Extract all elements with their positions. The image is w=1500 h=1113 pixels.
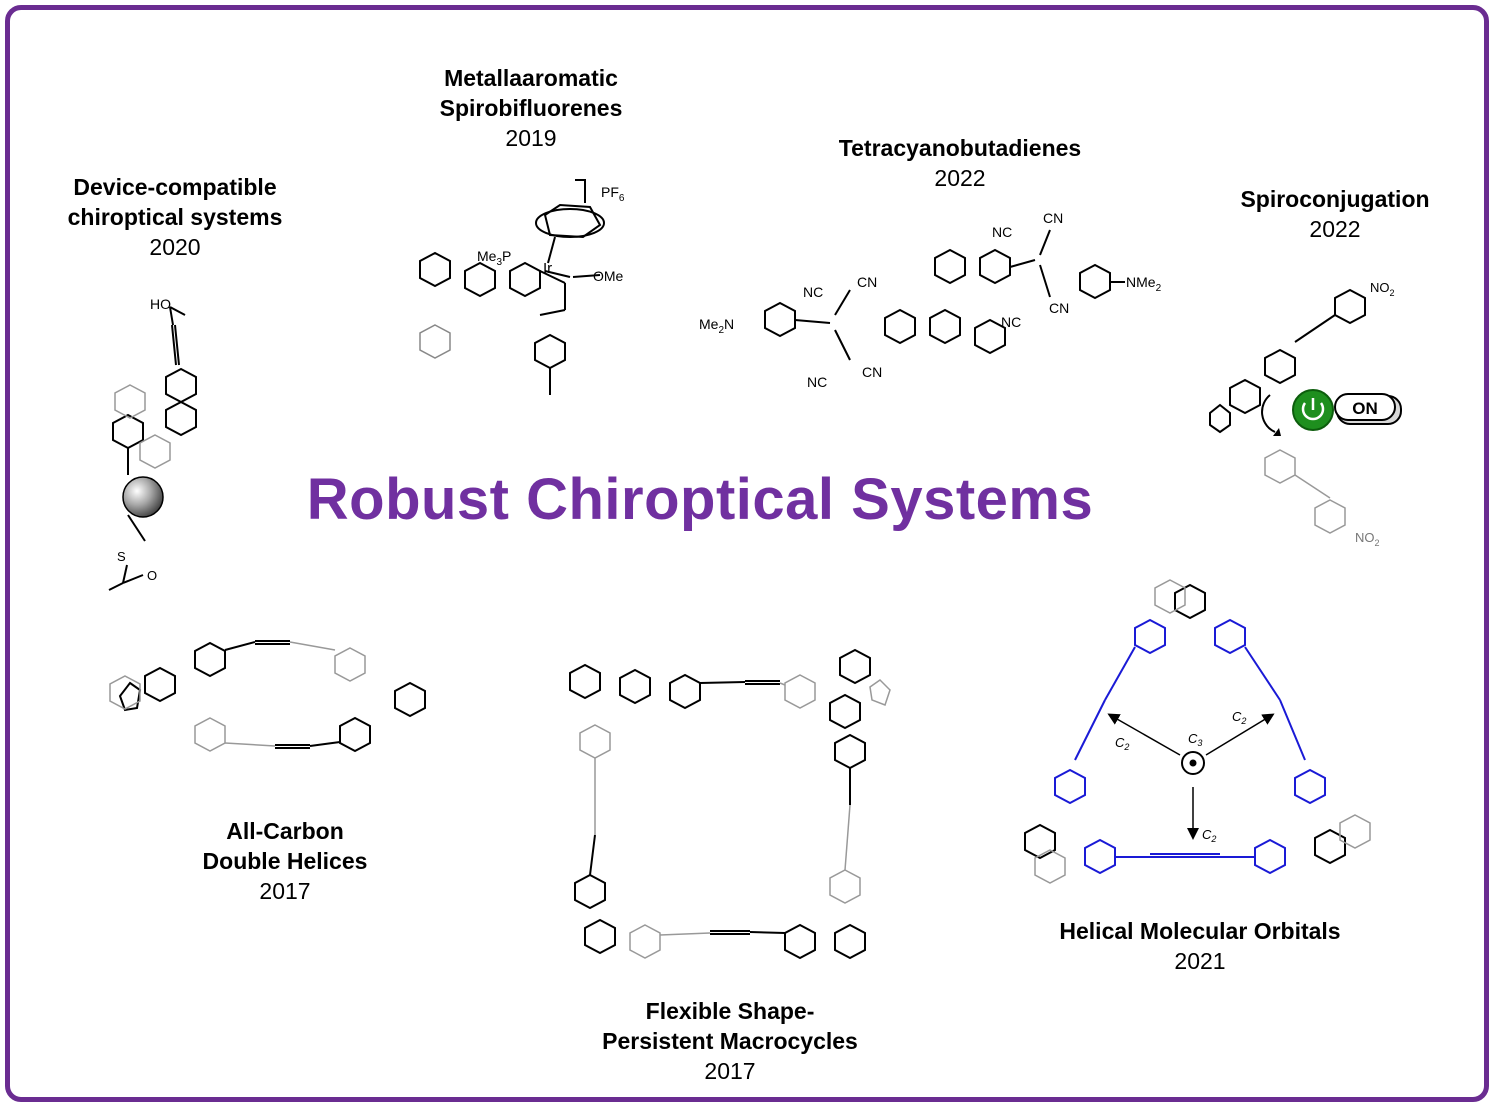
metalla-me3p-label: Me3P [477, 248, 511, 268]
helices-structure [109, 640, 426, 753]
tcbd-cn-2: CN [862, 364, 882, 380]
c3-sub: 3 [1197, 738, 1202, 748]
nme2-sub: 2 [1156, 283, 1162, 294]
me2n-sub: 2 [718, 325, 724, 336]
c2-right-sub: 2 [1240, 716, 1246, 726]
pf6-text: PF [601, 184, 619, 200]
macro-label: Flexible Shape- Persistent Macrocycles 2… [570, 996, 890, 1086]
tcbd-nc-2: NC [807, 374, 827, 390]
on-toggle [1334, 393, 1396, 421]
c2-label-right: C2 [1232, 709, 1246, 726]
c3-text: C [1188, 731, 1198, 746]
pf6-sub: 6 [619, 193, 625, 204]
figure-frame [5, 5, 1489, 1102]
me3p-tail: P [502, 248, 511, 264]
tcbd-nc-3: NC [992, 224, 1012, 240]
device-year: 2020 [149, 234, 201, 260]
tcbd-cn-1: CN [857, 274, 877, 290]
metalla-title-line1: Metallaaromatic [444, 65, 618, 91]
me2n-text: Me [699, 316, 719, 332]
metalla-label: Metallaaromatic Spirobifluorenes 2019 [400, 63, 662, 153]
no2-bottom-text: NO [1355, 530, 1375, 545]
tcbd-year: 2022 [934, 165, 986, 191]
device-title-line1: Device-compatible [73, 174, 277, 200]
metalla-ir-label: Ir [543, 260, 552, 277]
me3p-text: Me [477, 248, 497, 264]
tcbd-nme2-label: NMe2 [1126, 274, 1162, 294]
metalla-year: 2019 [505, 125, 557, 151]
c2-left-sub: 2 [1123, 742, 1129, 752]
tcbd-label: Tetracyanobutadienes 2022 [800, 133, 1120, 193]
c3-label: C3 [1188, 731, 1202, 748]
spiro-no2-top: NO2 [1370, 280, 1395, 298]
c2-bottom-sub: 2 [1210, 834, 1216, 844]
nme2-text: NMe [1126, 274, 1156, 290]
metalla-pf6-label: PF6 [601, 184, 625, 204]
spiro-structure: NO2 NO2 ON [1209, 280, 1402, 548]
orbitals-title-line1: Helical Molecular Orbitals [1059, 918, 1341, 944]
switch-on-label: ON [1352, 399, 1378, 418]
metalla-ome-label: OMe [593, 268, 624, 284]
device-s-label: S [117, 549, 126, 564]
tcbd-title-line1: Tetracyanobutadienes [838, 135, 1082, 161]
metalla-title-line2: Spirobifluorenes [439, 95, 623, 121]
helices-title-line1: All-Carbon [226, 818, 344, 844]
tcbd-nc-1: NC [803, 284, 823, 300]
macro-title-line2: Persistent Macrocycles [602, 1028, 858, 1054]
tcbd-structure: NC CN NC CN NC CN NC CN Me2N NMe2 [699, 210, 1162, 390]
metalla-structure: PF6 Me3P Ir OMe [419, 179, 625, 395]
main-title: Robust Chiroptical Systems [306, 467, 1094, 532]
c2-label-left: C2 [1115, 735, 1129, 752]
no2-bottom-sub: 2 [1375, 538, 1380, 548]
device-o-label: O [147, 568, 157, 583]
spiro-label: Spiroconjugation 2022 [1210, 184, 1460, 244]
device-structure: HO S O [108, 296, 197, 591]
tcbd-me2n-label: Me2N [699, 316, 734, 336]
device-title-line2: chiroptical systems [67, 204, 283, 230]
macro-structure [569, 648, 891, 960]
helices-title-line2: Double Helices [202, 848, 368, 874]
c2-bottom-text: C [1202, 827, 1212, 842]
device-label: Device-compatible chiroptical systems 20… [40, 172, 310, 262]
c2-label-bottom: C2 [1202, 827, 1216, 844]
me3p-sub: 3 [496, 257, 502, 268]
helices-label: All-Carbon Double Helices 2017 [160, 816, 410, 906]
tcbd-cn-4: CN [1049, 300, 1069, 316]
device-ho-label: HO [150, 296, 171, 312]
tcbd-nc-4: NC [1001, 314, 1021, 330]
no2-top-text: NO [1370, 280, 1390, 295]
helices-year: 2017 [259, 878, 311, 904]
c2-right-text: C [1232, 709, 1242, 724]
spiro-title-line1: Spiroconjugation [1240, 186, 1430, 212]
spiro-year: 2022 [1309, 216, 1361, 242]
no2-top-sub: 2 [1390, 288, 1395, 298]
me2n-tail: N [724, 316, 734, 332]
macro-year: 2017 [704, 1058, 756, 1084]
macro-title-line1: Flexible Shape- [645, 998, 815, 1024]
orbitals-label: Helical Molecular Orbitals 2021 [1030, 916, 1370, 976]
tcbd-cn-3: CN [1043, 210, 1063, 226]
orbitals-year: 2021 [1174, 948, 1226, 974]
orbitals-structure: C3 C2 C2 C2 [1024, 579, 1371, 884]
c2-left-text: C [1115, 735, 1125, 750]
spiro-no2-bottom: NO2 [1355, 530, 1380, 548]
